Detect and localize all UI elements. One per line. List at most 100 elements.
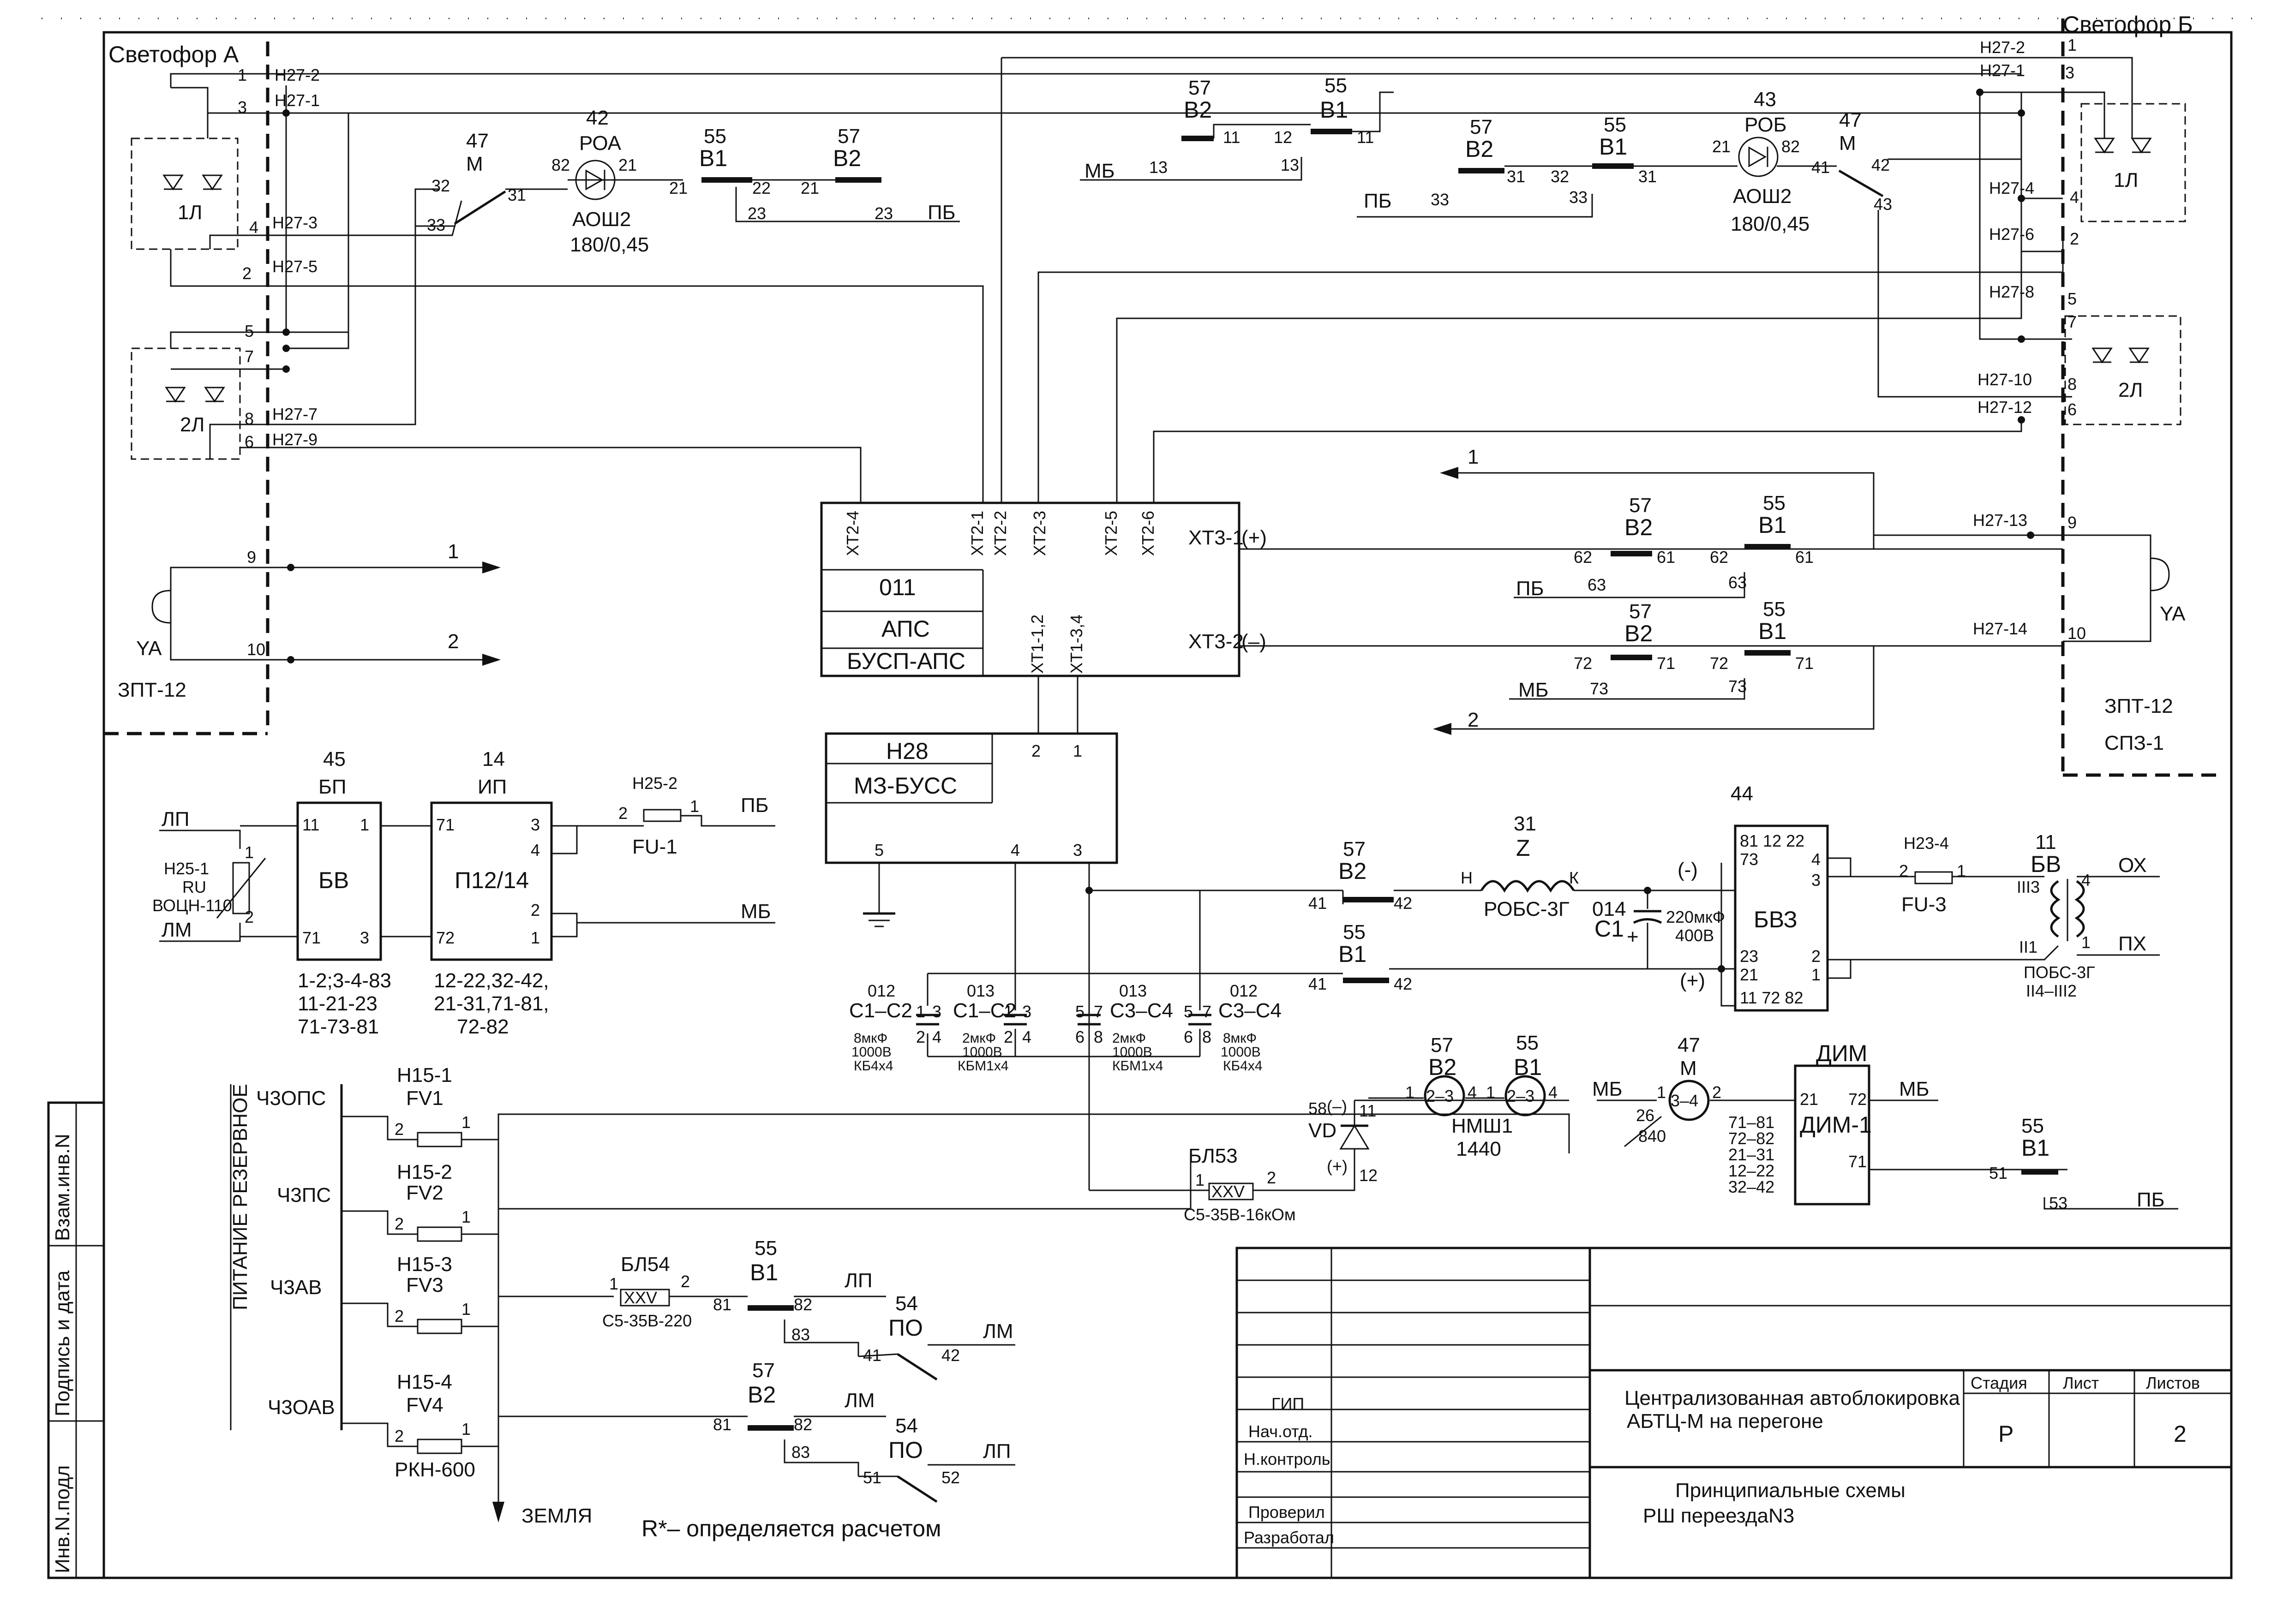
- svg-text:YA: YA: [2160, 603, 2186, 625]
- calc-note: R*– определяется расчетом: [641, 1516, 941, 1541]
- bus-ch3ops: Ч3ОПС: [256, 1087, 326, 1110]
- stamp-col-sheets: Листов: [2146, 1373, 2200, 1392]
- svg-text:21: 21: [1712, 137, 1731, 156]
- svg-text:2: 2: [395, 1427, 404, 1445]
- svg-text:58: 58: [1308, 1099, 1327, 1118]
- rob-label: РОБ: [1744, 113, 1786, 136]
- lamp-2l-a-label: 2Л: [180, 413, 204, 436]
- bv-label: БВ: [2031, 851, 2061, 877]
- svg-text:32: 32: [1551, 167, 1569, 186]
- busp-cell-1: 011: [879, 574, 916, 600]
- cap-1-label: С1–С2: [849, 999, 912, 1022]
- svg-text:57: 57: [752, 1359, 775, 1382]
- reserve-fuses: ПИТАНИЕ РЕЗЕРВНОЕ Ч3ОПС Н15-1 FV1 2 1 Ч3…: [229, 1064, 1570, 1541]
- svg-text:8: 8: [1094, 1027, 1103, 1046]
- svg-text:43: 43: [1754, 88, 1776, 111]
- pb-tr: ПБ: [1364, 190, 1392, 212]
- mb-tr: МБ: [1085, 160, 1115, 182]
- svg-text:55: 55: [1763, 492, 1786, 514]
- svg-text:8: 8: [2067, 375, 2077, 394]
- svg-text:012: 012: [868, 981, 895, 1000]
- svg-text:4: 4: [1011, 841, 1020, 860]
- busp-cell-3: БУСП-АПС: [847, 648, 965, 674]
- right-mid-contacts: 1 57 В2 62 61 55 В1 62 61 ПБ 63 63 57 В2…: [1433, 446, 2186, 754]
- svg-text:21: 21: [801, 179, 819, 197]
- svg-text:21: 21: [618, 155, 637, 174]
- svg-text:44: 44: [1731, 782, 1753, 805]
- svg-text:1: 1: [1195, 1170, 1204, 1189]
- svg-text:ХТ2-3: ХТ2-3: [1030, 511, 1049, 556]
- svg-text:73: 73: [1590, 679, 1608, 698]
- mz-cell-1: Н28: [886, 738, 929, 764]
- nmsh-value: 1440: [1456, 1138, 1501, 1160]
- fuse-fv1: [417, 1132, 462, 1147]
- svg-text:FU-1: FU-1: [632, 836, 677, 858]
- svg-text:2: 2: [2070, 229, 2079, 248]
- bus-ch3av: Ч3АВ: [270, 1276, 322, 1299]
- svg-text:72: 72: [436, 928, 455, 947]
- mb-rm: МБ: [1518, 679, 1549, 701]
- svg-text:21: 21: [1800, 1090, 1818, 1109]
- svg-text:2: 2: [1811, 947, 1821, 966]
- po1-label: ПО: [888, 1315, 923, 1341]
- svg-text:К: К: [1569, 868, 1579, 887]
- svg-text:ХТ2-4: ХТ2-4: [843, 511, 862, 556]
- margin-sign: Подпись и дата: [51, 1270, 74, 1416]
- svg-text:АОШ2: АОШ2: [1733, 185, 1792, 208]
- svg-text:(+): (+): [1241, 526, 1267, 549]
- lamp-1l-a-label: 1Л: [178, 201, 202, 224]
- svg-text:72: 72: [1710, 654, 1728, 673]
- lower-mid: 57 В2 41 42 31 Z Н К РОБС-3Г 014 С1 + 22…: [1089, 782, 2160, 1012]
- svg-text:(+): (+): [1680, 969, 1705, 992]
- top-left-contacts: 47 М 32 31 33 42 РОА 82 21 АОШ2 180/0,45…: [415, 107, 960, 256]
- pb-rm: ПБ: [1516, 577, 1544, 600]
- mz-buss-block: Н28 МЗ-БУСС 2 1 5 4 3: [825, 732, 1343, 1153]
- svg-text:КБ4х4: КБ4х4: [1223, 1058, 1263, 1074]
- svg-text:012: 012: [1230, 981, 1258, 1000]
- svg-text:FV3: FV3: [406, 1274, 443, 1296]
- svg-text:XXV: XXV: [1211, 1182, 1245, 1201]
- svg-text:3: 3: [932, 1002, 941, 1021]
- wire-h27-8-b: Н27-8: [1989, 282, 2034, 301]
- lm-left: ЛМ: [162, 919, 192, 941]
- svg-text:2: 2: [1004, 1027, 1013, 1046]
- svg-text:1000В: 1000В: [962, 1045, 1002, 1060]
- svg-text:9: 9: [247, 548, 256, 567]
- pb-dim: ПБ: [2137, 1188, 2165, 1211]
- signal-a: Светофор А 1Л 2Л 1 3 4 2 5 7 8 6 Н27-2 Н…: [104, 42, 2021, 735]
- svg-text:72: 72: [1848, 1090, 1867, 1109]
- bl54-label: БЛ54: [621, 1253, 670, 1276]
- svg-text:2: 2: [618, 804, 628, 823]
- role-dev: Разработал: [1244, 1528, 1334, 1547]
- svg-text:71: 71: [302, 928, 321, 947]
- svg-text:180/0,45: 180/0,45: [1731, 213, 1810, 235]
- svg-text:5: 5: [2067, 289, 2077, 308]
- svg-text:3: 3: [1073, 841, 1082, 860]
- svg-text:(+): (+): [1327, 1157, 1348, 1176]
- cap-2-label: С1–С2: [953, 999, 1016, 1022]
- svg-text:57: 57: [1470, 116, 1492, 138]
- wire-h27-10-b: Н27-10: [1977, 370, 2032, 389]
- svg-text:52: 52: [941, 1468, 960, 1487]
- svg-text:31: 31: [1638, 167, 1657, 186]
- svg-text:11: 11: [1357, 128, 1374, 147]
- svg-text:ХТ1-3,4: ХТ1-3,4: [1067, 615, 1086, 674]
- zpt-12-right: ЗПТ-12: [2104, 695, 2173, 717]
- fuse-fv3: [417, 1319, 462, 1334]
- bl53-label: БЛ53: [1188, 1145, 1238, 1167]
- v1-lm-label: В1: [1338, 941, 1366, 967]
- v1-tr-a-label: В1: [1320, 97, 1348, 123]
- svg-text:73: 73: [1740, 850, 1758, 869]
- svg-text:47: 47: [1839, 109, 1862, 131]
- svg-text:41: 41: [1811, 158, 1830, 177]
- svg-text:(-): (-): [1678, 859, 1698, 881]
- svg-text:12: 12: [1359, 1166, 1378, 1185]
- relay-m-label: М: [466, 153, 483, 175]
- bus-ch3ps: Ч3ПС: [277, 1184, 331, 1206]
- svg-text:55: 55: [2021, 1115, 2044, 1137]
- svg-text:5: 5: [1184, 1002, 1193, 1021]
- v1-tl-label: В1: [699, 145, 727, 171]
- v2-low-label: В2: [748, 1382, 776, 1408]
- svg-text:31: 31: [508, 185, 526, 204]
- svg-text:220мкФ: 220мкФ: [1666, 908, 1725, 926]
